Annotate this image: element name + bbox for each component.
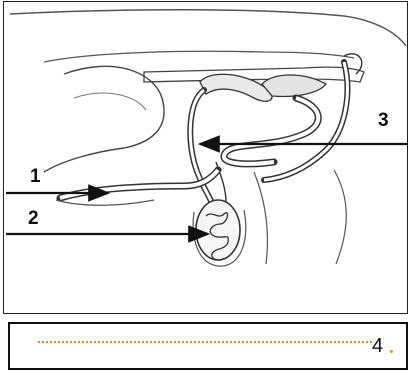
seminal-vesicle — [200, 74, 272, 101]
hind-leg-outline — [254, 172, 268, 264]
label-1: 1 — [30, 166, 41, 188]
body-outline-inner — [44, 51, 354, 62]
anatomy-drawing — [4, 2, 409, 315]
prepuce — [56, 200, 154, 205]
answer-box[interactable]: 4 — [8, 322, 408, 370]
answer-end-dot — [390, 350, 393, 353]
thigh-inner — [74, 93, 146, 110]
answer-number: 4 — [372, 335, 383, 358]
testis — [196, 200, 240, 260]
answer-dotted-line — [38, 341, 372, 343]
label-3: 3 — [378, 110, 389, 132]
pelvis-strip — [144, 67, 364, 82]
prostate — [262, 75, 326, 97]
diagram-frame: 1 2 3 — [3, 1, 408, 314]
hind-leg-rear — [334, 170, 346, 264]
body-outline-top — [10, 10, 406, 46]
sigmoid-flexure — [224, 98, 318, 164]
label-2: 2 — [28, 208, 39, 230]
